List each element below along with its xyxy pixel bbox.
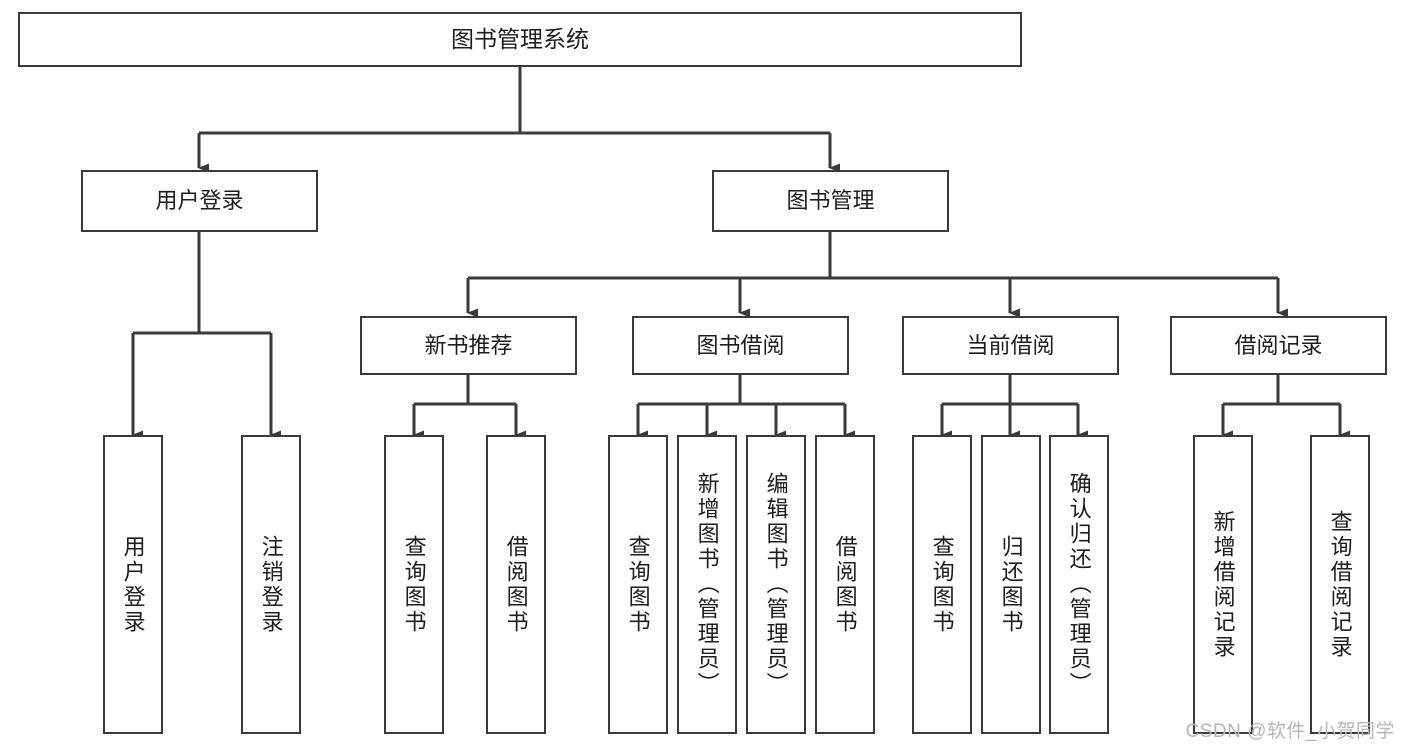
node-label: 归还图书 — [998, 534, 1024, 635]
node-label: 图书借阅 — [696, 332, 785, 358]
node-leaf-query-book-2[interactable]: 查询图书 — [608, 435, 668, 734]
node-leaf-add-book[interactable]: 新增图书（管理员） — [677, 435, 737, 734]
node-label: 查询图书 — [401, 534, 427, 635]
node-leaf-query-record[interactable]: 查询借阅记录 — [1310, 435, 1370, 734]
node-label: 确认归还（管理员） — [1066, 472, 1092, 697]
node-leaf-borrow-book-1[interactable]: 借阅图书 — [486, 435, 546, 734]
node-label: 新增借阅记录 — [1210, 509, 1236, 660]
node-user-login[interactable]: 用户登录 — [81, 170, 318, 232]
node-label: 新增图书（管理员） — [694, 472, 720, 697]
node-label: 图书管理 — [786, 188, 875, 214]
node-label: 查询借阅记录 — [1327, 509, 1353, 660]
node-label: 借阅记录 — [1234, 332, 1323, 358]
node-label: 编辑图书（管理员） — [763, 472, 789, 697]
node-book-borrow[interactable]: 图书借阅 — [632, 316, 849, 375]
node-label: 注销登录 — [258, 534, 284, 635]
node-label: 用户登录 — [155, 188, 244, 214]
node-leaf-return-book[interactable]: 归还图书 — [981, 435, 1041, 734]
node-label: 图书管理系统 — [451, 26, 589, 53]
node-new-book-recommend[interactable]: 新书推荐 — [360, 316, 577, 375]
node-leaf-edit-book[interactable]: 编辑图书（管理员） — [746, 435, 806, 734]
node-leaf-borrow-book-2[interactable]: 借阅图书 — [815, 435, 875, 734]
node-label: 当前借阅 — [966, 332, 1055, 358]
node-leaf-add-record[interactable]: 新增借阅记录 — [1193, 435, 1253, 734]
node-leaf-user-login[interactable]: 用户登录 — [103, 435, 163, 734]
node-label: 查询图书 — [625, 534, 651, 635]
node-leaf-confirm-return[interactable]: 确认归还（管理员） — [1049, 435, 1109, 734]
node-book-management-system[interactable]: 图书管理系统 — [18, 12, 1022, 67]
node-leaf-query-book-3[interactable]: 查询图书 — [912, 435, 972, 734]
node-label: 用户登录 — [120, 534, 146, 635]
node-leaf-logout-login[interactable]: 注销登录 — [241, 435, 301, 734]
node-label: 借阅图书 — [832, 534, 858, 635]
node-label: 新书推荐 — [424, 332, 513, 358]
node-label: 查询图书 — [929, 534, 955, 635]
node-current-borrow[interactable]: 当前借阅 — [902, 316, 1119, 375]
node-label: 借阅图书 — [503, 534, 529, 635]
node-book-manage[interactable]: 图书管理 — [712, 170, 949, 232]
node-leaf-query-book-1[interactable]: 查询图书 — [384, 435, 444, 734]
csdn-watermark: CSDN @软件_小贺同学 — [1185, 721, 1395, 742]
node-borrow-record[interactable]: 借阅记录 — [1170, 316, 1387, 375]
